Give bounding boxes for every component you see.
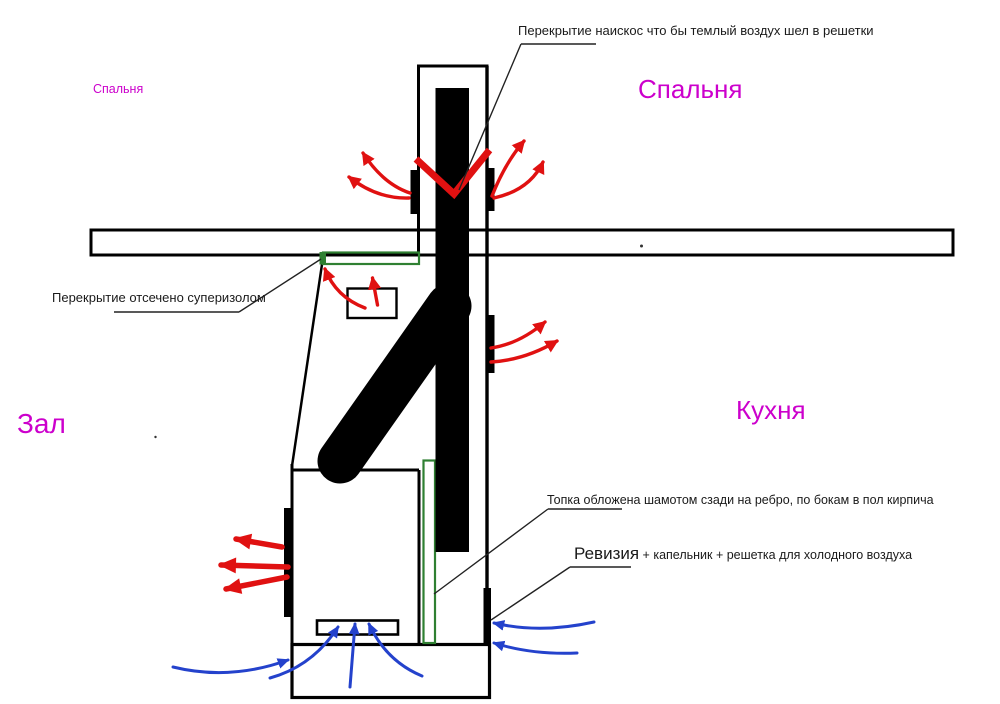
- slanted-cap-deflector: [413, 147, 493, 200]
- warm-air-arrows: [218, 139, 559, 594]
- warm-air-grille-top-right: [487, 168, 495, 211]
- warm-air-grille-top-left: [410, 170, 419, 214]
- stray-dot: [154, 435, 157, 439]
- cold-air-arrow: [492, 640, 579, 655]
- annotation-revision-note: Ревизия + капельник + решетка для холодн…: [574, 544, 912, 564]
- superisol-strip-end: [319, 252, 326, 265]
- leader-top-note: [458, 43, 596, 191]
- room-label-bedroom: Спальня: [638, 74, 743, 104]
- annotation-firebox-note: Топка обложена шамотом сзади на ребро, п…: [547, 493, 934, 507]
- cold-air-arrows: [171, 620, 596, 689]
- leader-lines: [114, 43, 631, 621]
- warm-air-arrow: [489, 320, 547, 350]
- masonry-structure: [89, 64, 955, 700]
- annotation-top-note: Перекрытие наискос что бы темлый воздух …: [518, 23, 874, 38]
- warm-air-arrow: [489, 339, 559, 364]
- room-label-kitchen: Кухня: [736, 395, 806, 425]
- warm-air-arrow: [322, 267, 367, 310]
- cold-air-arrow: [171, 658, 290, 675]
- cold-air-arrow: [492, 620, 596, 631]
- insulation: [319, 251, 437, 645]
- heat-out-arrow: [233, 533, 285, 550]
- warm-air-arrow: [347, 175, 411, 200]
- cold-air-arrow: [367, 622, 424, 678]
- cold-air-arrow: [348, 622, 360, 689]
- revision-note-rest: + капельник + решетка для холодного возд…: [639, 548, 913, 562]
- leader-ceiling-note: [114, 258, 322, 313]
- warm-air-arrow: [492, 160, 545, 200]
- warm-air-arrow: [368, 276, 382, 307]
- flue: [317, 88, 472, 552]
- leader-firebox-note: [433, 508, 622, 595]
- chamotte-lining-strip: [422, 459, 437, 645]
- warm-air-arrow: [361, 151, 412, 195]
- floor-slab: [89, 228, 955, 257]
- annotation-ceiling-note: Перекрытие отсечено суперизолом: [52, 290, 266, 305]
- grilles: [284, 168, 495, 644]
- room-label-bedroom-small: Спальня: [93, 82, 144, 96]
- grate-slot: [315, 619, 400, 636]
- revision-note-title: Ревизия: [574, 544, 640, 563]
- cold-air-arrow: [268, 625, 340, 680]
- leader-revision-note: [490, 566, 631, 621]
- warm-air-arrow: [490, 139, 526, 198]
- flue-diagonal-channel: [317, 283, 472, 484]
- base-plinth: [290, 642, 492, 700]
- firebox-door: [284, 508, 293, 617]
- room-label-hall: Зал: [17, 408, 66, 439]
- stray-dot: [640, 244, 643, 248]
- heat-out-arrow: [223, 574, 290, 594]
- heat-out-arrow: [218, 557, 291, 574]
- warm-air-grille-kitchen: [487, 315, 495, 373]
- left-slant-wall: [290, 260, 324, 467]
- cold-air-grille-revision: [483, 588, 491, 644]
